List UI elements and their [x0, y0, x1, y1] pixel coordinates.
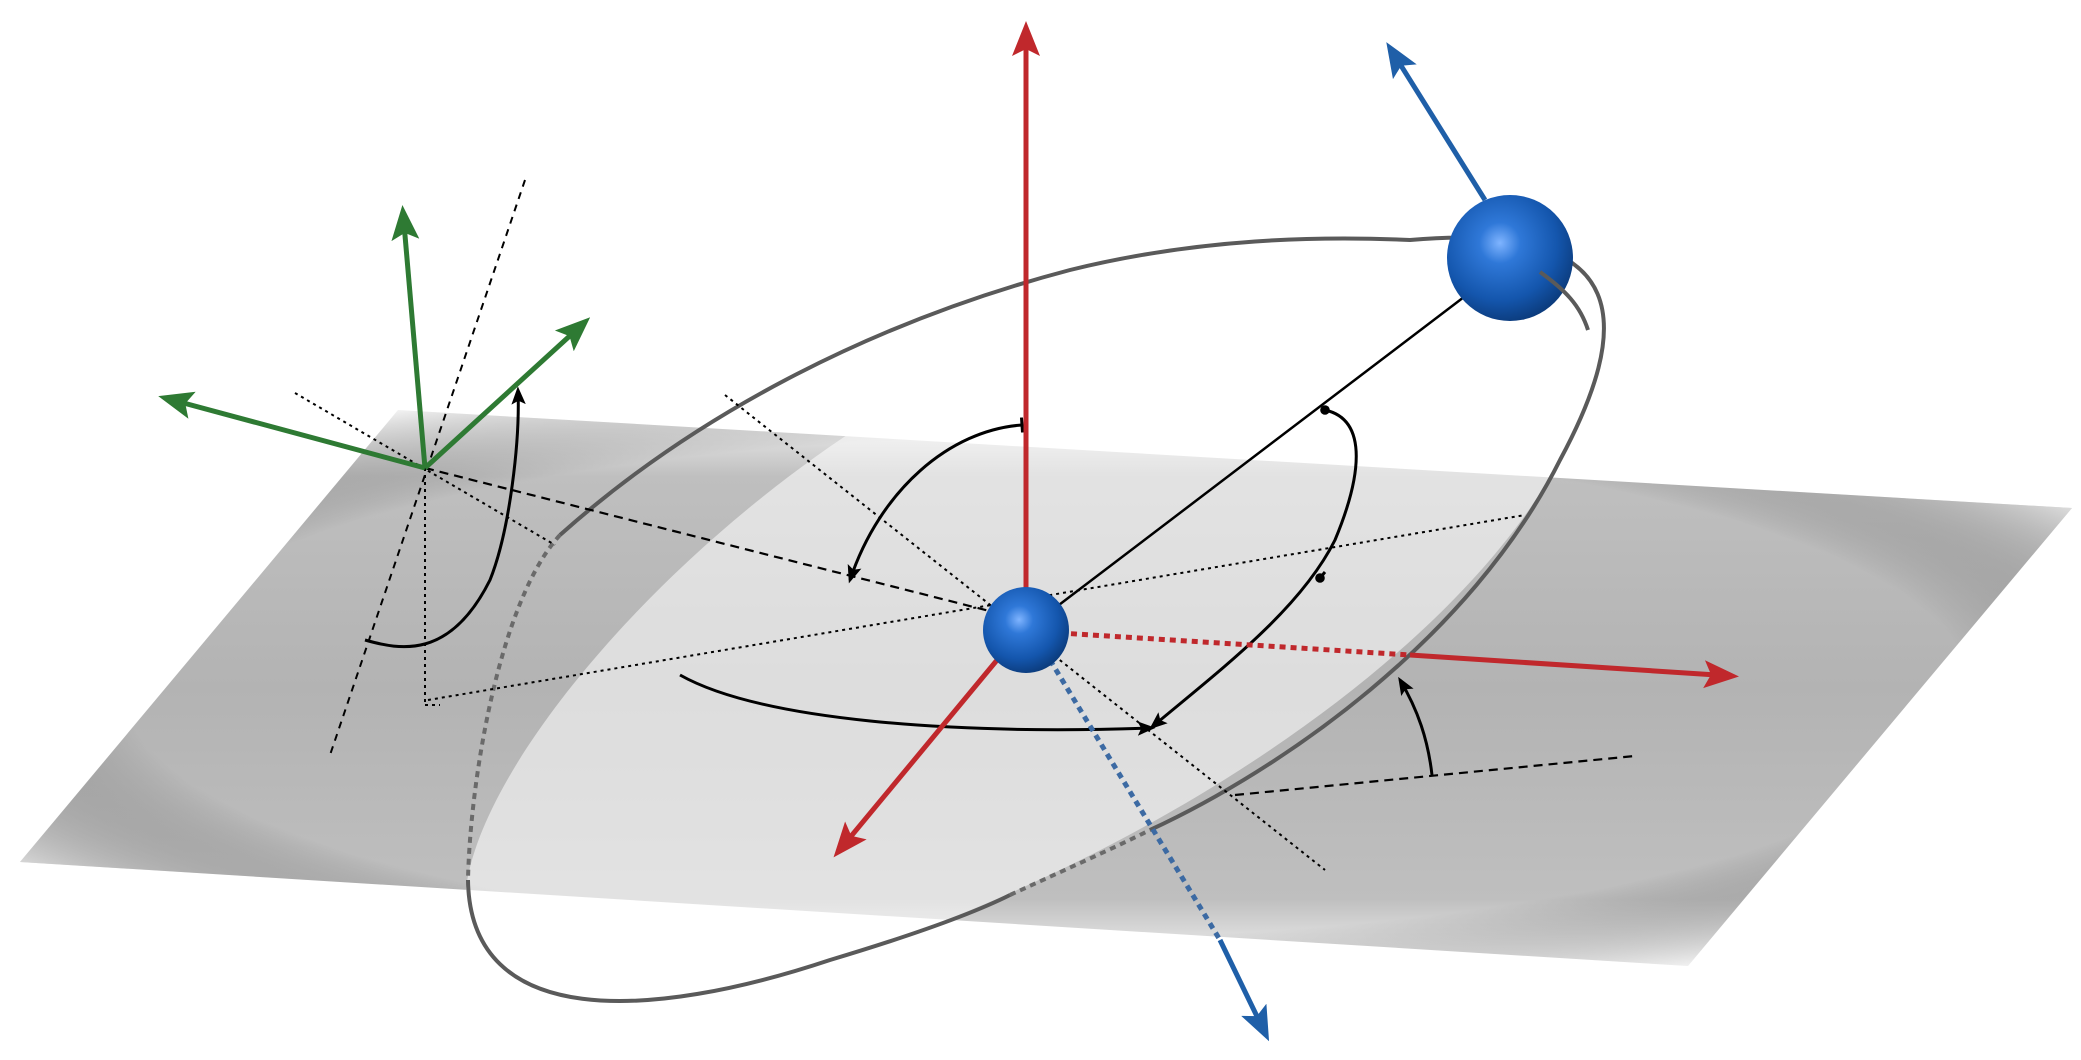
observer-left-arrow [158, 391, 426, 471]
orbit-outline-hidden-2 [1009, 828, 1151, 897]
arc-observer [364, 386, 526, 649]
x-axis-arrow-hidden [1059, 630, 1411, 658]
dashed-observer-direction [424, 466, 1026, 622]
x-axis-arrow [1409, 652, 1739, 689]
arc-sky-angle [1398, 676, 1434, 776]
orbit-over-body [1538, 270, 1590, 331]
observer-right-arrow [423, 317, 591, 470]
observer-dotted-1 [294, 392, 556, 546]
angle-arcs [364, 386, 1434, 776]
arc-node-dot [1315, 571, 1327, 583]
reference-axes [833, 21, 1739, 858]
central-body-sphere [983, 587, 1069, 673]
orbiting-body-sphere [1447, 195, 1573, 321]
line-of-nodes [724, 394, 1326, 871]
dashed-sky-line [1234, 754, 1636, 797]
orbit-outline-lower [466, 879, 1011, 1003]
orbiting-body-velocity-arrow [1386, 42, 1488, 202]
orbit-normal-axis [1047, 42, 1488, 1042]
y-axis-arrow [833, 640, 1014, 858]
arc-longitude [679, 673, 1156, 736]
observer-axis-triad [158, 205, 591, 471]
arc-argument-periapsis [1149, 405, 1358, 730]
orbit-normal-lower-arrow [1217, 938, 1270, 1042]
arc-inclination-top [847, 417, 1025, 584]
observer-up-arrow [391, 205, 428, 469]
orbit-outline-upper [558, 235, 1606, 832]
